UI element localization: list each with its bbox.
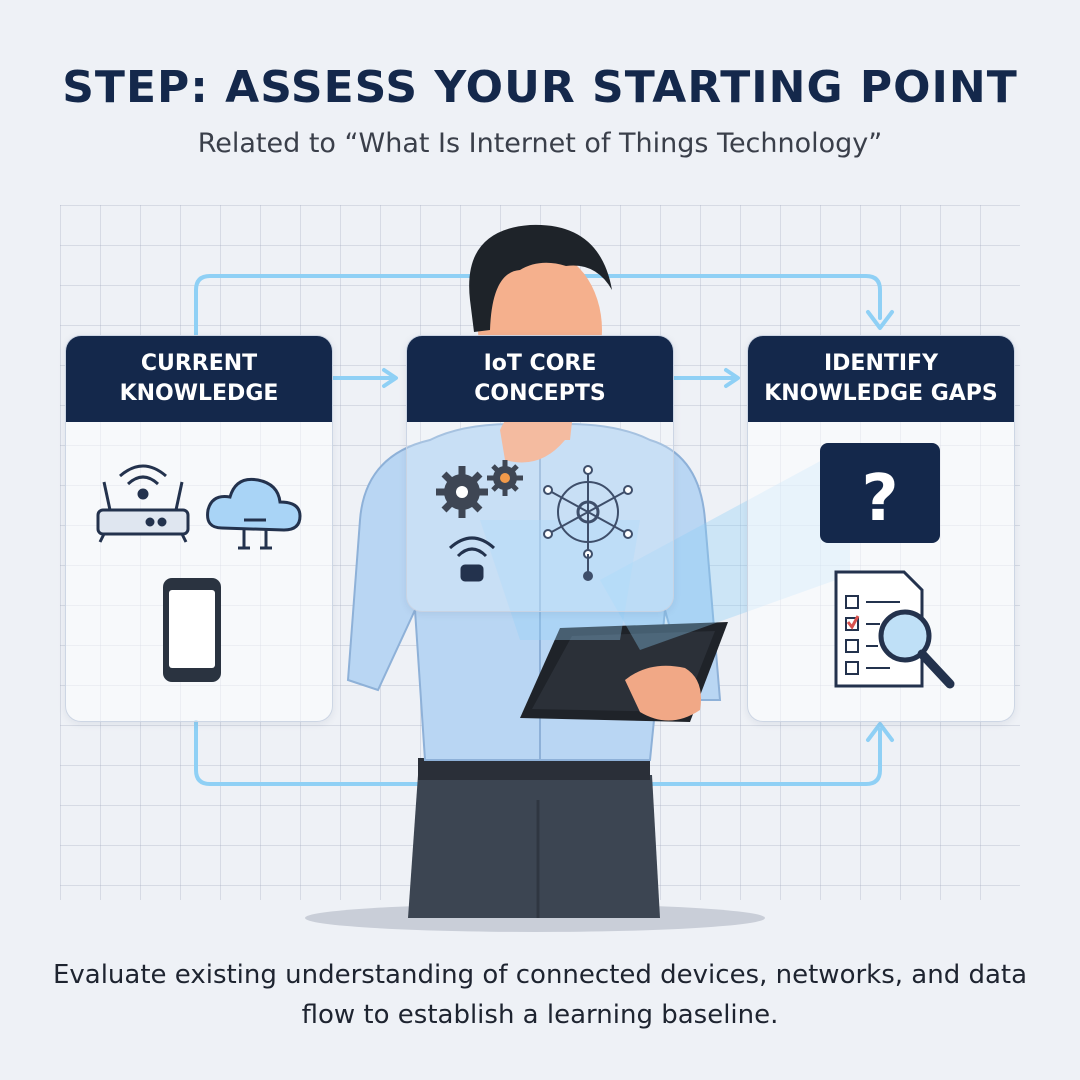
question-mark-icon: ? bbox=[820, 443, 940, 543]
svg-text:?: ? bbox=[861, 462, 898, 536]
card-title: CURRENT KNOWLEDGE bbox=[119, 351, 279, 406]
card-current-knowledge: CURRENT KNOWLEDGE bbox=[65, 335, 333, 722]
page-subtitle: Related to “What Is Internet of Things T… bbox=[197, 128, 883, 159]
page-title: STEP: ASSESS YOUR STARTING POINT bbox=[62, 62, 1018, 113]
card-iot-core-concepts: IoT CORE CONCEPTS bbox=[406, 335, 674, 612]
wifi-icon bbox=[448, 536, 496, 582]
cloud-icon bbox=[206, 477, 302, 550]
checklist-search-icon bbox=[834, 570, 955, 689]
footer-description: Evaluate existing understanding of conne… bbox=[52, 960, 1028, 1030]
gears-icon bbox=[436, 460, 523, 518]
router-icon bbox=[96, 464, 190, 543]
smartphone-icon bbox=[163, 578, 221, 682]
card-title: IoT CORE CONCEPTS bbox=[474, 351, 606, 406]
network-icon bbox=[543, 465, 633, 581]
card-title: IDENTIFY KNOWLEDGE GAPS bbox=[764, 351, 998, 406]
